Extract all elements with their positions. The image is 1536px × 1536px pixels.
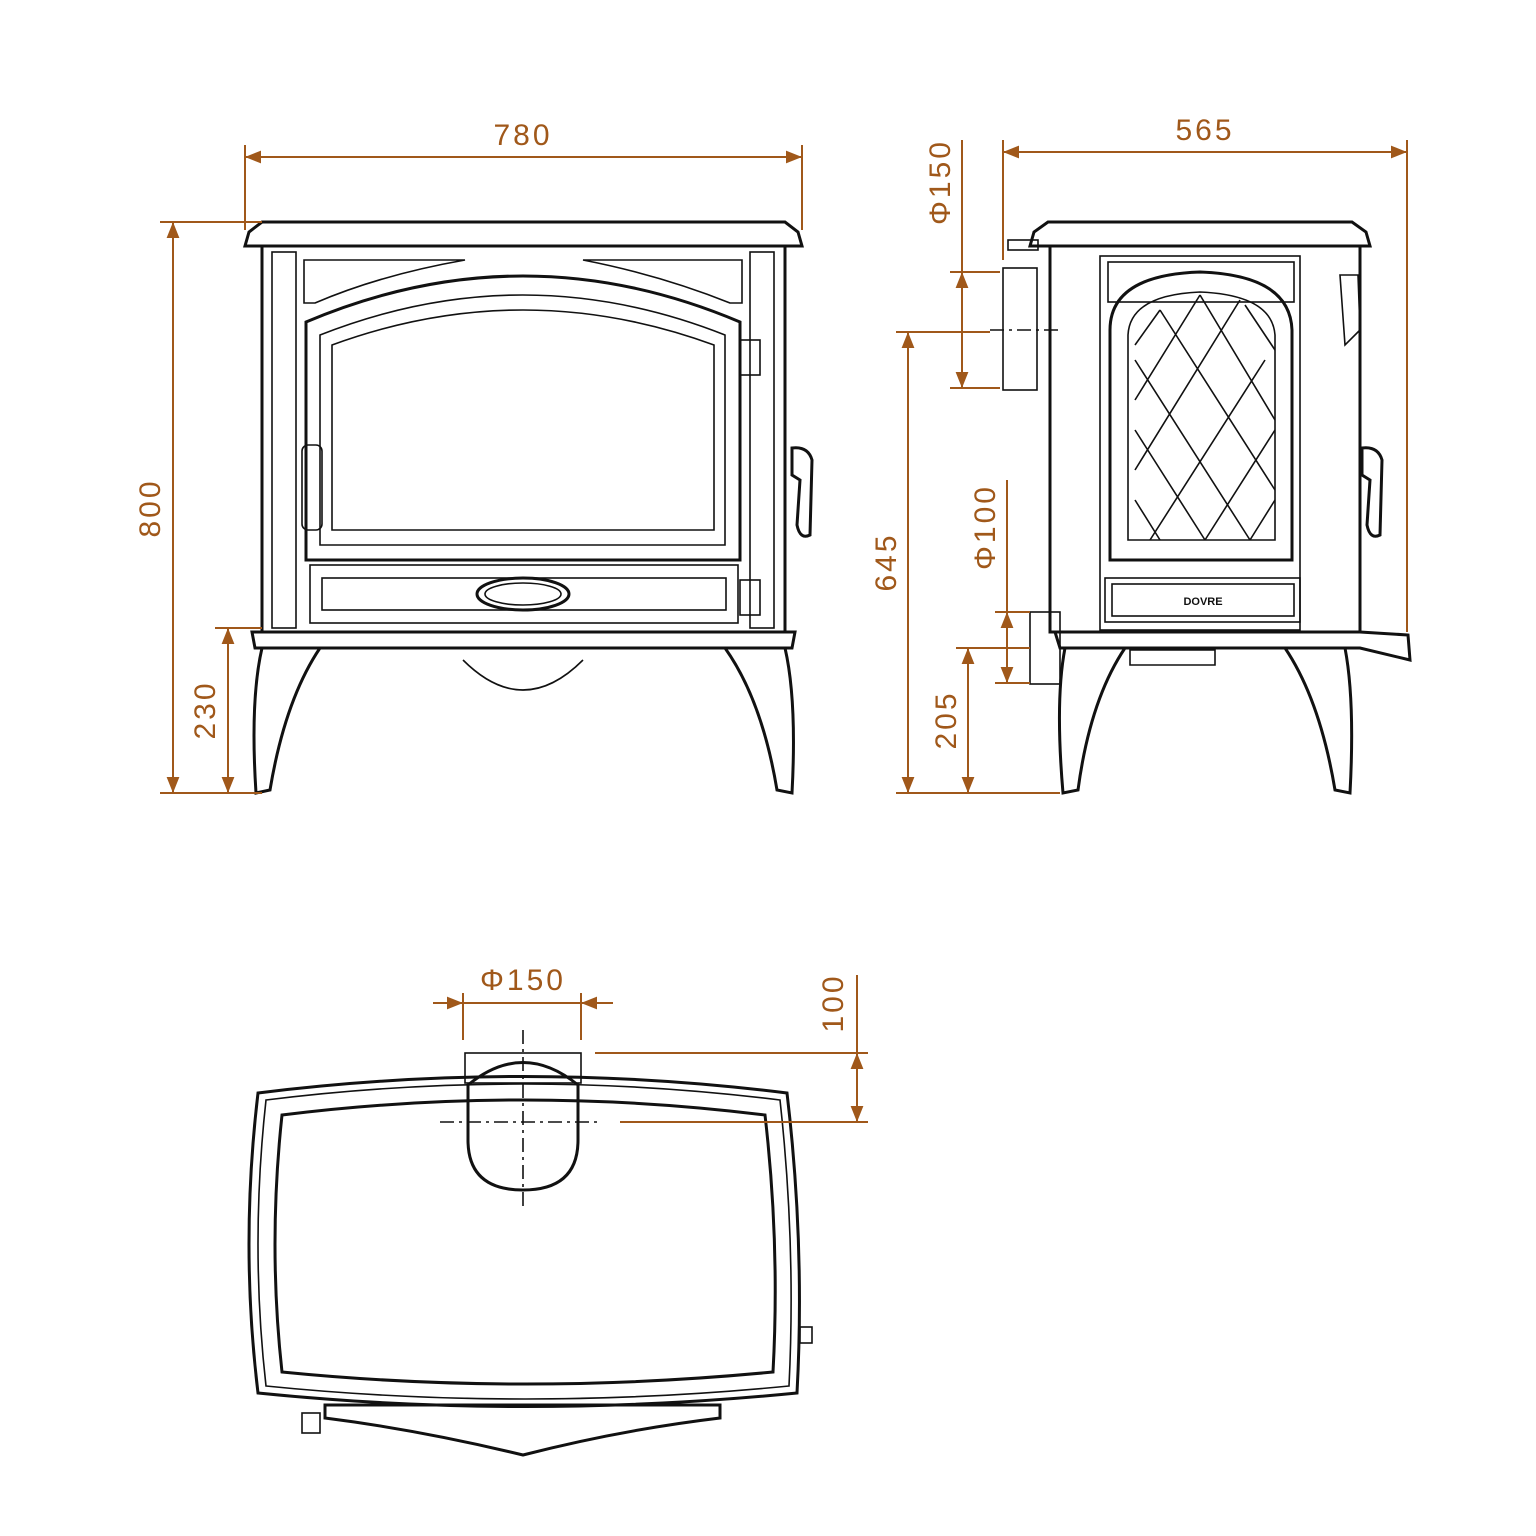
dimension-height-800: 800	[134, 221, 262, 794]
top-stove-outline	[247, 1030, 813, 1457]
dimension-flue-diameter-150: Φ150	[924, 139, 1060, 389]
dimension-top-flue-diameter: Φ150	[433, 964, 613, 1040]
top-view: Φ150 100	[247, 964, 868, 1457]
dimension-depth-565: 565	[1002, 114, 1408, 632]
side-view: DOVRE 565 Φ150 645 Φ100 205	[870, 114, 1412, 795]
front-stove-outline	[243, 220, 814, 795]
dimension-air-inlet-height-205: 205	[930, 647, 1030, 793]
dimension-label-width: 780	[493, 119, 552, 152]
dimension-label-top-flue-offset: 100	[817, 973, 850, 1032]
lattice-window	[1134, 294, 1276, 541]
front-view: 780 800 230	[134, 119, 814, 795]
dimension-label-air-inlet-diameter: Φ100	[969, 484, 1002, 570]
dimension-label-flue-height: 645	[870, 532, 903, 591]
dimension-label-top-flue-diameter: Φ150	[480, 964, 566, 997]
brand-plate-label: DOVRE	[1183, 596, 1222, 608]
dimension-label-leg-height: 230	[189, 680, 222, 739]
dimension-flue-height-645: 645	[870, 331, 1060, 794]
dimension-label-flue-diameter: Φ150	[924, 139, 957, 225]
dimension-top-flue-offset: 100	[595, 973, 868, 1123]
side-stove-outline: DOVRE	[1002, 220, 1412, 795]
dimension-width-780: 780	[244, 119, 803, 230]
dimension-leg-230: 230	[189, 627, 262, 793]
dimension-label-depth: 565	[1175, 114, 1234, 147]
dimension-air-inlet-100: Φ100	[969, 480, 1030, 684]
dimension-label-air-inlet-height: 205	[930, 690, 963, 749]
dimension-label-height: 800	[134, 478, 167, 537]
